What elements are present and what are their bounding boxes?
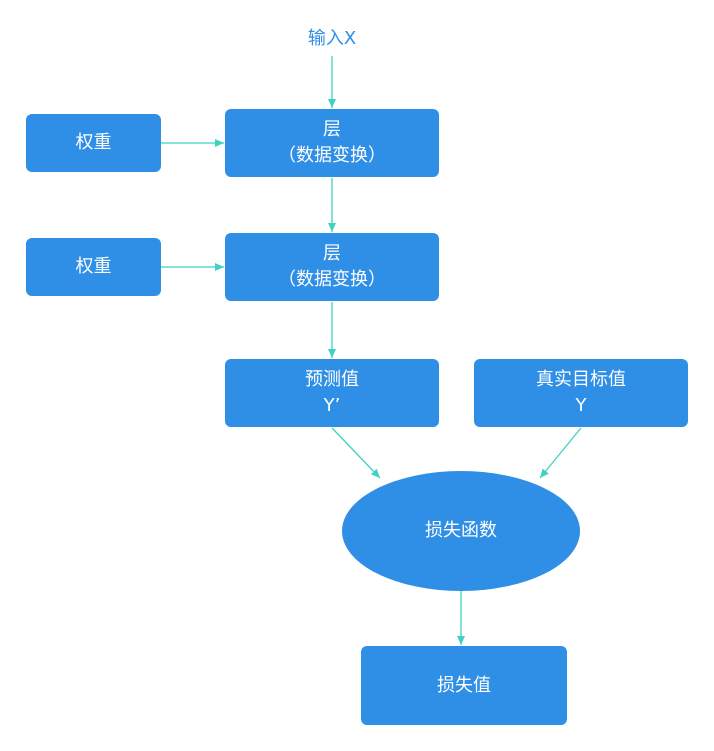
layer-node-2-title: 层 <box>323 243 341 264</box>
input-x-label: 输入X <box>307 28 357 49</box>
layer-node-1-title: 层 <box>323 119 341 140</box>
loss-function-label: 损失函数 <box>425 520 497 541</box>
loss-value-node: 损失值 <box>361 646 567 725</box>
loss-value-label: 损失值 <box>437 674 491 696</box>
weight-node-1-label: 权重 <box>75 132 112 153</box>
weight-node-2: 权重 <box>26 238 161 296</box>
arrow-target-to-loss-function <box>539 427 582 479</box>
weight-node-2-label: 权重 <box>75 256 112 277</box>
target-node: 真实目标值 Y <box>474 359 688 427</box>
prediction-node-subtitle: Y’ <box>323 395 341 416</box>
arrow-prediction-to-loss-function <box>331 427 381 479</box>
layer-node-2-subtitle: （数据变换） <box>278 269 386 290</box>
prediction-node-title: 预测值 <box>305 369 359 390</box>
target-node-title: 真实目标值 <box>536 369 626 390</box>
layer-node-1-subtitle: （数据变换） <box>278 145 386 166</box>
target-node-subtitle: Y <box>575 395 587 416</box>
layer-node-2: 层 （数据变换） <box>225 233 439 301</box>
weight-node-1: 权重 <box>26 114 161 172</box>
layer-node-1: 层 （数据变换） <box>225 109 439 177</box>
prediction-node: 预测值 Y’ <box>225 359 439 427</box>
loss-function-node: 损失函数 <box>342 471 580 591</box>
